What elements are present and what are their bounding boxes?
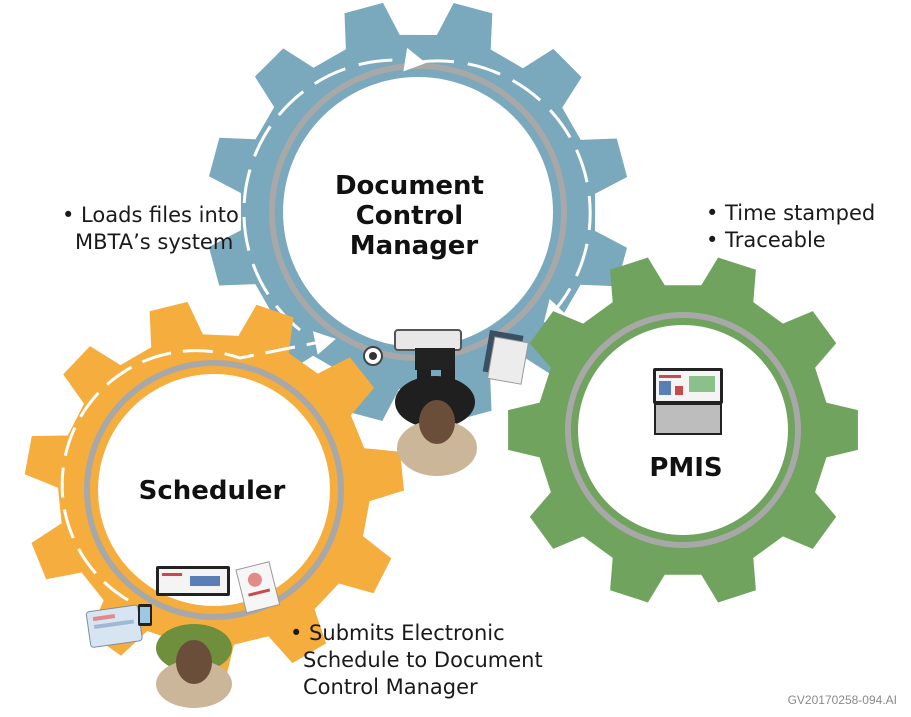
submits-line-3: Control Manager bbox=[303, 675, 478, 699]
report-sheets-icon bbox=[235, 561, 281, 614]
submits-line-1: • Submits Electronic bbox=[290, 621, 505, 645]
time-stamped-item: • Time stamped bbox=[706, 201, 876, 225]
coffee-cup-icon bbox=[363, 346, 383, 366]
submits-line-2: Schedule to Document bbox=[303, 648, 543, 672]
figure-code: GV20170258-094.AI bbox=[787, 693, 897, 707]
laptop-icon bbox=[653, 368, 723, 435]
document-stack-icon bbox=[482, 330, 529, 385]
phone-icon bbox=[138, 604, 152, 626]
pmis-gear-ring bbox=[565, 312, 801, 548]
loads-files-note: • Loads files into MBTA’s system bbox=[62, 202, 239, 256]
document-control-gear bbox=[208, 2, 628, 422]
scheduler-worker-icon bbox=[156, 566, 232, 708]
scheduler-label: Scheduler bbox=[139, 476, 286, 506]
document-control-flow-arrow bbox=[242, 47, 426, 332]
scheduler-flow-arrow bbox=[60, 331, 336, 602]
pmis-label: PMIS bbox=[649, 453, 722, 483]
pmis-attributes-note: • Time stamped • Traceable bbox=[706, 200, 875, 254]
traceable-item: • Traceable bbox=[706, 228, 826, 252]
worker-at-laptop-icon bbox=[394, 329, 477, 476]
document-control-label: Document Control Manager bbox=[335, 171, 493, 261]
tablet-icon bbox=[85, 604, 143, 648]
document-control-gear-hole bbox=[283, 77, 553, 347]
scheduler-gear-ring bbox=[84, 360, 344, 620]
document-control-flow-arrow-2 bbox=[419, 59, 592, 323]
submits-schedule-note: • Submits Electronic Schedule to Documen… bbox=[290, 620, 543, 701]
scheduler-gear bbox=[24, 301, 404, 680]
loads-files-line-1: • Loads files into bbox=[62, 203, 239, 227]
loads-files-line-2: MBTA’s system bbox=[75, 230, 234, 254]
scheduler-gear-hole bbox=[98, 374, 330, 606]
